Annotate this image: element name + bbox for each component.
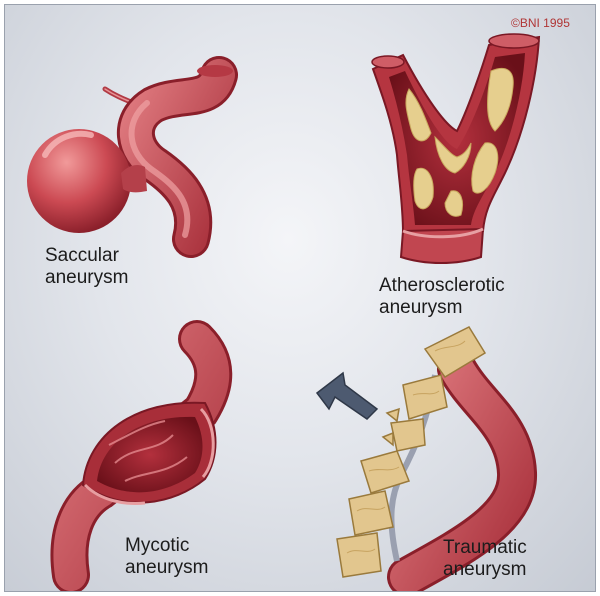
illustration-panel: ©BNI 1995 Saccular aneurysm Atherosclero… <box>4 4 596 592</box>
mycotic-label-line-1: Mycotic <box>125 535 208 557</box>
atherosclerotic-label-line-1: Atherosclerotic <box>379 275 505 297</box>
saccular-label-line-2: aneurysm <box>45 267 128 289</box>
saccular-aneurysm-drawing <box>27 65 233 239</box>
atherosclerotic-aneurysm-drawing <box>372 34 539 263</box>
saccular-aneurysm-label: Saccular aneurysm <box>45 245 128 289</box>
traumatic-aneurysm-label: Traumatic aneurysm <box>443 537 527 581</box>
mycotic-label-line-2: aneurysm <box>125 557 208 579</box>
mycotic-aneurysm-label: Mycotic aneurysm <box>125 535 208 579</box>
atherosclerotic-aneurysm-label: Atherosclerotic aneurysm <box>379 275 505 319</box>
saccular-label-line-1: Saccular <box>45 245 128 267</box>
traumatic-label-line-1: Traumatic <box>443 537 527 559</box>
aneurysm-illustration <box>5 5 595 591</box>
atherosclerotic-label-line-2: aneurysm <box>379 297 505 319</box>
copyright-notice: ©BNI 1995 <box>511 16 570 30</box>
traumatic-label-line-2: aneurysm <box>443 559 527 581</box>
